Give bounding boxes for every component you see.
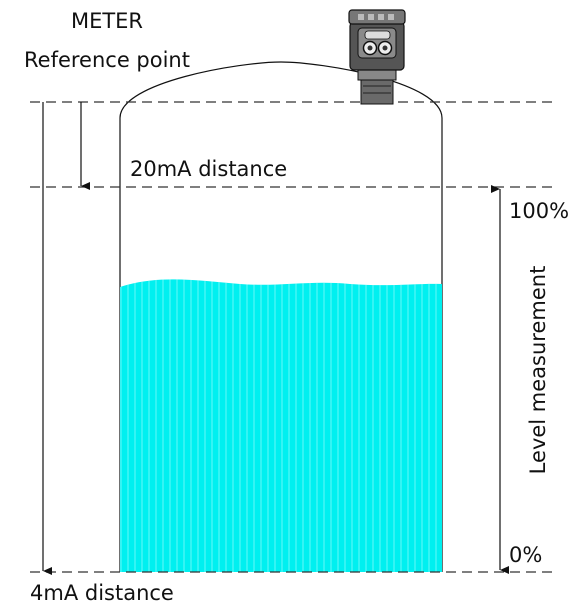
level-measurement-label: Level measurement <box>526 266 550 475</box>
meter-label: METER <box>71 9 143 33</box>
level-100-label: 100% <box>509 199 569 223</box>
level-0-label: 0% <box>509 543 542 567</box>
distance-4ma-label: 4mA distance <box>30 581 174 605</box>
reference-point-label: Reference point <box>24 48 190 72</box>
distance-20ma-label: 20mA distance <box>130 157 287 181</box>
tank-outline <box>119 61 443 572</box>
radar-sensor-icon <box>348 9 406 105</box>
liquid-texture <box>120 279 442 572</box>
